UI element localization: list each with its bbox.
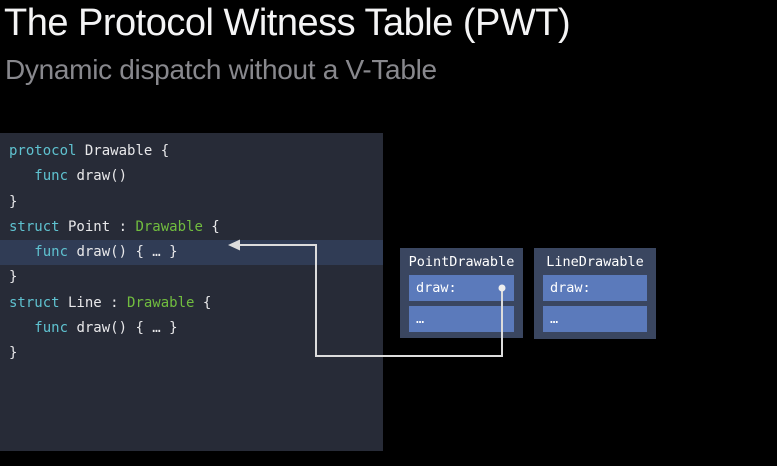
code-line: } xyxy=(0,190,383,215)
code-token: protocol xyxy=(9,143,77,159)
code-token: Drawable xyxy=(135,218,203,235)
code-token xyxy=(9,168,34,184)
code-token: Point : xyxy=(59,218,136,235)
code-line: struct Point : Drawable { xyxy=(0,215,383,240)
code-line: } xyxy=(0,341,383,366)
witness-table-row-draw: draw: xyxy=(543,275,647,301)
code-token: func xyxy=(34,168,69,185)
code-token: } xyxy=(9,269,18,286)
code-token: draw() { … } xyxy=(68,244,178,261)
code-token: Line : xyxy=(59,294,128,311)
code-token: func xyxy=(34,320,69,337)
slide-title: The Protocol Witness Table (PWT) xyxy=(4,2,571,44)
code-token: struct xyxy=(9,218,60,235)
witness-table-linedrawable: LineDrawable draw: … xyxy=(534,248,656,339)
code-token: struct xyxy=(9,294,60,311)
code-block: protocol Drawable { func draw() } struct… xyxy=(0,133,383,451)
code-token: func xyxy=(34,244,69,261)
witness-table-row-ellipsis: … xyxy=(543,306,647,332)
code-token: Drawable { xyxy=(76,143,170,159)
code-token xyxy=(9,320,34,336)
code-line: protocol Drawable { xyxy=(0,139,383,164)
code-token: Drawable xyxy=(127,294,195,311)
witness-table-title: PointDrawable xyxy=(408,254,515,270)
witness-table-row-draw: draw: xyxy=(409,275,514,301)
code-line: struct Line : Drawable { xyxy=(0,291,383,316)
code-line: } xyxy=(0,265,383,290)
code-token: draw() { … } xyxy=(68,320,178,337)
code-token: } xyxy=(9,345,18,362)
witness-table-row-ellipsis: … xyxy=(409,306,514,332)
witness-table-pointdrawable: PointDrawable draw: … xyxy=(400,248,523,338)
code-token: { xyxy=(194,294,212,311)
code-line: func draw() { … } xyxy=(0,316,383,341)
witness-table-title: LineDrawable xyxy=(546,254,644,270)
code-token: { xyxy=(202,218,220,235)
code-line-highlighted: func draw() { … } xyxy=(0,240,383,266)
code-token: draw() xyxy=(68,168,128,185)
code-token: } xyxy=(9,193,18,210)
slide-subtitle: Dynamic dispatch without a V-Table xyxy=(5,54,437,85)
code-line: func draw() xyxy=(0,164,383,189)
code-token xyxy=(9,244,34,260)
